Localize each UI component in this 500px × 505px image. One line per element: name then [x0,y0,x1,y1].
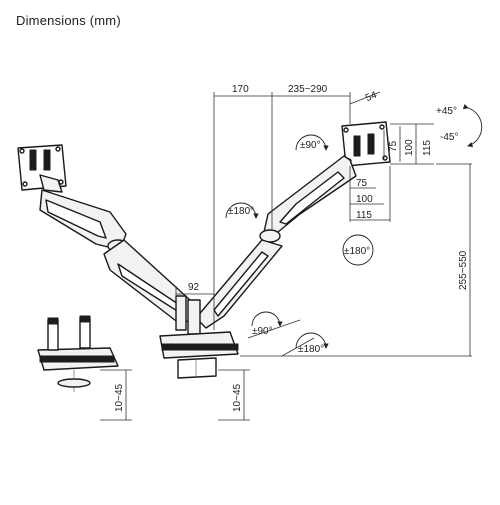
rot-arm: ±180° [228,206,254,217]
dim-vesa-h-total: 115 [422,140,433,156]
diagram-title: Dimensions (mm) [16,13,121,28]
dim-pole-offset: 92 [188,282,200,293]
rot-base-180: ±180° [298,344,324,355]
rot-tilt-down: -45° [440,132,458,143]
dim-reach-outer: 235~290 [288,84,328,95]
dim-reach-inner: 170 [232,84,249,95]
left-vesa-plate [17,144,67,193]
dim-height-range: 255~550 [458,250,469,290]
dim-vesa-w-total: 115 [356,210,372,221]
rot-base-90: ±90° [252,326,273,337]
dimension-lines [100,91,472,421]
dim-vesa-w-small: 75 [356,178,368,189]
dim-clamp-right: 10~45 [232,383,243,412]
dim-vesa-w-large: 100 [356,194,373,205]
rot-tilt-up: +45° [436,106,457,117]
rot-swivel-head: ±90° [300,140,321,151]
dim-vesa-h-small: 75 [388,140,399,152]
dimension-labels: 170 235~290 54 75 100 115 75 100 115 255… [114,84,469,412]
rotation-indicators: +45° -45° ±90° ±180° ±180° ±90° ±180° [225,104,483,355]
dim-clamp-left: 10~45 [114,383,125,412]
right-arm-assembly [159,121,391,379]
rot-screen: ±180° [344,246,370,257]
dim-vesa-h-large: 100 [404,139,415,156]
dim-vesa-offset: 54 [364,90,379,105]
